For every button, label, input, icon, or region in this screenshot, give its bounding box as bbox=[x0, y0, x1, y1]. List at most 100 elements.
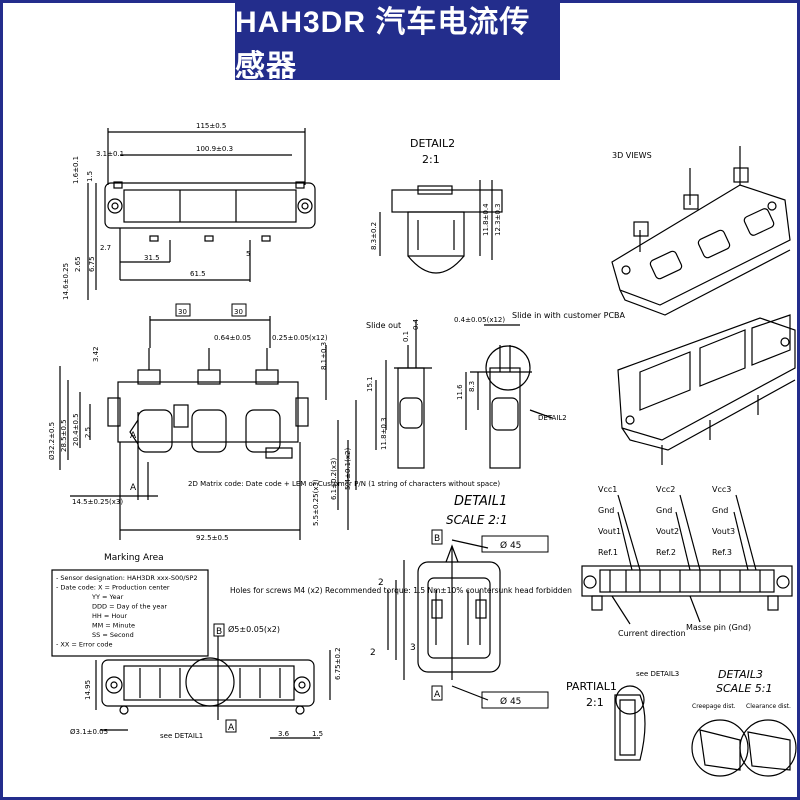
dim-top-675: 6.75 bbox=[88, 256, 96, 272]
partial1-title: PARTIAL1 bbox=[566, 680, 617, 693]
dim-bot-675: 6.75±0.2 bbox=[334, 647, 342, 680]
datum-b-bottom bbox=[213, 623, 225, 637]
side-view-in bbox=[465, 324, 553, 469]
marking-area-label: Marking Area bbox=[104, 553, 164, 563]
dim-side-151: 15.1 bbox=[366, 376, 374, 392]
front-view bbox=[59, 316, 357, 540]
slide-out-label: Slide out bbox=[366, 321, 401, 330]
pin-label: Vcc3 bbox=[712, 485, 731, 494]
tolerance-frame-bottom bbox=[481, 691, 549, 709]
dim-front-54: 5.4±0.1(x2) bbox=[344, 448, 352, 490]
marking-line: HH = Hour bbox=[92, 612, 127, 620]
datum-a-detail1: A bbox=[434, 690, 441, 700]
pin-label: Gnd bbox=[598, 506, 614, 515]
datum-box-30b bbox=[231, 303, 247, 317]
datum-a-bottom bbox=[225, 719, 237, 733]
datum-a-front: A bbox=[130, 431, 137, 441]
detail2-title: DETAIL2 bbox=[410, 137, 455, 150]
dim-front-925: 92.5±0.5 bbox=[196, 534, 229, 542]
pin-label: Vout2 bbox=[656, 527, 679, 536]
datum-2-a: 2 bbox=[378, 578, 384, 588]
detail2-view bbox=[379, 180, 503, 274]
page-title: HAH3DR 汽车电流传感器 bbox=[235, 6, 531, 83]
holes-note: Holes for screws M4 (x2) Recommended tor… bbox=[230, 586, 572, 595]
3d-view-bottom bbox=[617, 314, 796, 465]
3d-views-label: 3D VIEWS bbox=[612, 151, 652, 160]
creepage-label: Creepage dist. bbox=[692, 703, 736, 710]
detail3-scale: SCALE 5:1 bbox=[716, 682, 772, 695]
pin-label: Gnd bbox=[712, 506, 728, 515]
dim-side-04: 0.4 bbox=[412, 318, 420, 330]
dim-front-064: 0.64±0.05 bbox=[214, 334, 251, 342]
tolerance-frame-top bbox=[481, 535, 549, 553]
title-banner: HAH3DR 汽车电流传感器 bbox=[235, 2, 560, 83]
dim-front-204: 20.4±0.5 bbox=[72, 413, 80, 446]
datum-b-box bbox=[431, 529, 443, 545]
hole-dim: Ø5±0.05(x2) bbox=[228, 624, 280, 634]
marking-line: SS = Second bbox=[92, 631, 134, 639]
3d-view-top bbox=[611, 146, 791, 316]
detail2-ref: DETAIL2 bbox=[538, 414, 567, 422]
dim-top-146: 14.6±0.25 bbox=[62, 263, 70, 300]
dim-top-16: 1.6±0.1 bbox=[72, 156, 80, 184]
detail3-title: DETAIL3 bbox=[718, 668, 763, 681]
pin-label: Vout3 bbox=[712, 527, 735, 536]
datum-b-detail1: B bbox=[434, 534, 440, 544]
dim-bot-31: Ø3.1±0.05 bbox=[70, 728, 108, 736]
marking-line: - Sensor designation: HAH3DR xxx-S00/SP2 bbox=[56, 574, 198, 582]
detail2-scale: 2:1 bbox=[422, 153, 440, 166]
datum-box-30a bbox=[175, 303, 191, 317]
dim-top-27: 2.7 bbox=[100, 244, 111, 252]
slide-in-label: Slide in with customer PCBA bbox=[512, 311, 626, 320]
dim-side-83: 8.3 bbox=[468, 381, 476, 392]
pin-label: Vcc2 bbox=[656, 485, 675, 494]
marking-line: YY = Year bbox=[91, 593, 124, 601]
dim-side-118: 11.8±0.3 bbox=[380, 417, 388, 450]
marking-line: DDD = Day of the year bbox=[92, 603, 167, 611]
dim-top-615: 61.5 bbox=[190, 270, 206, 278]
dim-front-25: 2.5 bbox=[84, 427, 92, 438]
side-view-out bbox=[375, 320, 432, 469]
datum-a-box bbox=[431, 685, 443, 701]
dim-top-inner: 100.9±0.3 bbox=[196, 145, 233, 153]
dim-det1-45a: Ø 45 bbox=[500, 540, 521, 551]
dim-front-55: 5.5±0.25(x3) bbox=[312, 479, 320, 526]
datum-a-bottom-letter: A bbox=[228, 723, 235, 733]
marking-line: MM = Minute bbox=[92, 622, 135, 630]
dim-side-04x12: 0.4±0.05(x12) bbox=[454, 316, 505, 324]
dim-bot-1495: 14.95 bbox=[84, 680, 92, 700]
dim-top-15: 1.5 bbox=[86, 171, 94, 182]
marking-line: - XX = Error code bbox=[56, 641, 112, 649]
pin-label: Gnd bbox=[656, 506, 672, 515]
dim-d2-83: 8.3±0.2 bbox=[370, 222, 378, 250]
dim-front-81: 8.1±0.3 bbox=[320, 342, 328, 370]
dim-front-30a: 30 bbox=[178, 308, 187, 316]
marking-area-box bbox=[51, 569, 209, 657]
dim-det1-45b: Ø 45 bbox=[500, 696, 521, 707]
marking-lines: - Sensor designation: HAH3DR xxx-S00/SP2… bbox=[56, 574, 198, 649]
dim-bot-15: 1.5 bbox=[312, 730, 323, 738]
see-detail1: see DETAIL1 bbox=[160, 732, 203, 740]
current-direction-label: Current direction bbox=[618, 629, 686, 638]
dim-top-5: 5 bbox=[246, 250, 250, 258]
dim-front-342: 3.42 bbox=[92, 346, 100, 362]
dim-side-01: 0.1 bbox=[402, 331, 410, 342]
dim-top-overall: 115±0.5 bbox=[196, 122, 226, 130]
clearance-label: Clearance dist. bbox=[746, 703, 791, 710]
matrix-note: 2D Matrix code: Date code + LEM or Custo… bbox=[188, 480, 500, 488]
dim-d2-118: 11.8±0.4 bbox=[482, 203, 490, 236]
pin-labels: Vcc1GndVout1Ref.1Vcc2GndVout2Ref.2Vcc3Gn… bbox=[598, 485, 735, 557]
datum-3: 3 bbox=[410, 643, 416, 653]
dim-top-265: 2.65 bbox=[74, 256, 82, 272]
dim-side-116: 11.6 bbox=[456, 384, 464, 400]
marking-line: - Date code: X = Production center bbox=[56, 584, 170, 592]
dim-front-61: 6.1±0.2(x3) bbox=[330, 458, 338, 500]
dim-front-025: 0.25±0.05(x12) bbox=[272, 334, 328, 342]
partial1-view bbox=[614, 685, 646, 761]
dim-front-322: Ø32.2±0.5 bbox=[48, 422, 56, 460]
pin-diagram bbox=[581, 494, 793, 625]
bottom-view bbox=[95, 636, 331, 739]
dim-bot-36: 3.6 bbox=[278, 730, 290, 738]
